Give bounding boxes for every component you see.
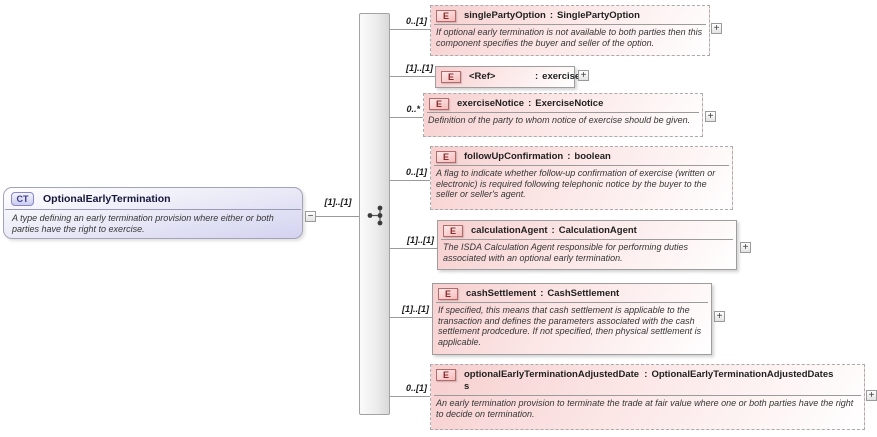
element-exercisenotice[interactable]: E exerciseNotice : ExerciseNotice Defini… bbox=[423, 93, 703, 137]
element-badge: E bbox=[436, 369, 456, 381]
complex-type-badge: CT bbox=[11, 192, 34, 206]
element-name: singlePartyOption bbox=[464, 10, 546, 21]
element-name: exerciseNotice bbox=[457, 98, 525, 109]
type-colon: : bbox=[551, 225, 555, 236]
connector-line bbox=[390, 317, 432, 318]
divider bbox=[434, 395, 861, 396]
element-name: cashSettlement bbox=[466, 288, 537, 299]
cardinality-label: [1]..[1] bbox=[407, 235, 434, 245]
connector-line bbox=[316, 216, 359, 217]
element-description: An early termination provision to termin… bbox=[436, 398, 854, 419]
type-colon: : bbox=[528, 98, 532, 109]
element-name: calculationAgent bbox=[471, 225, 548, 236]
element-description: If optional early termination is not ava… bbox=[436, 27, 703, 48]
expand-icon[interactable]: + bbox=[711, 23, 722, 34]
element-badge: E bbox=[436, 151, 456, 163]
divider bbox=[434, 24, 706, 25]
type-colon: : bbox=[540, 288, 544, 299]
element-calculationagent[interactable]: E calculationAgent : CalculationAgent Th… bbox=[437, 220, 737, 270]
complex-type-box-optionalearlytermination[interactable]: CT OptionalEarlyTermination A type defin… bbox=[3, 187, 303, 239]
element-description: If specified, this means that cash settl… bbox=[438, 305, 702, 347]
complex-type-name: OptionalEarlyTermination bbox=[43, 193, 171, 205]
cardinality-label: 0..* bbox=[406, 104, 420, 114]
element-description: A flag to indicate whether follow-up con… bbox=[436, 168, 716, 199]
connector-line bbox=[390, 248, 437, 249]
divider bbox=[434, 165, 729, 166]
element-type: CalculationAgent bbox=[558, 225, 637, 236]
element-type: boolean bbox=[574, 151, 611, 162]
connector-line bbox=[390, 396, 430, 397]
cardinality-label: [1]..[1] bbox=[324, 197, 352, 207]
collapse-icon[interactable]: − bbox=[305, 211, 316, 222]
connector-line bbox=[390, 29, 430, 30]
complex-type-description: A type defining an early termination pro… bbox=[12, 213, 274, 234]
connector-line bbox=[390, 117, 423, 118]
expand-icon[interactable]: + bbox=[714, 311, 725, 322]
type-colon: : bbox=[549, 10, 553, 21]
expand-icon[interactable]: + bbox=[866, 390, 877, 401]
element-title-row: E cashSettlement : CashSettlement bbox=[433, 284, 711, 301]
type-colon: : bbox=[567, 151, 571, 162]
element-type: OptionalEarlyTerminationAdjustedDates bbox=[651, 369, 834, 380]
element-title-row: E followUpConfirmation : boolean bbox=[431, 147, 732, 164]
connector-line bbox=[390, 76, 435, 77]
element-name: <Ref> bbox=[469, 71, 496, 82]
expand-icon[interactable]: + bbox=[705, 111, 716, 122]
element-cashsettlement[interactable]: E cashSettlement : CashSettlement If spe… bbox=[432, 283, 712, 355]
cardinality-label: 0..[1] bbox=[405, 16, 427, 26]
sequence-bar[interactable] bbox=[359, 13, 390, 415]
element-type: SinglePartyOption bbox=[557, 10, 640, 21]
element-badge: E bbox=[441, 71, 461, 83]
element-optionalearlyterminationadjusteddates[interactable]: E optionalEarlyTerminationAdjustedDates … bbox=[430, 364, 865, 430]
cardinality-label: 0..[1] bbox=[405, 383, 427, 393]
complex-type-title-row: CT OptionalEarlyTermination bbox=[4, 188, 302, 209]
element-type: CashSettlement bbox=[547, 288, 620, 299]
element-title-row: E singlePartyOption : SinglePartyOption bbox=[431, 6, 709, 23]
element-title-row: E optionalEarlyTerminationAdjustedDates … bbox=[431, 365, 864, 394]
element-singlepartyoption[interactable]: E singlePartyOption : SinglePartyOption … bbox=[430, 5, 710, 56]
expand-icon[interactable]: + bbox=[578, 70, 589, 81]
element-badge: E bbox=[429, 98, 449, 110]
element-description: The ISDA Calculation Agent responsible f… bbox=[443, 242, 688, 263]
element-badge: E bbox=[443, 225, 463, 237]
sequence-icon bbox=[367, 205, 383, 226]
type-colon: : bbox=[644, 369, 648, 380]
element-name: followUpConfirmation bbox=[464, 151, 564, 162]
element-ref-exercise[interactable]: E <Ref> : exercise bbox=[435, 66, 580, 88]
element-followupconfirmation[interactable]: E followUpConfirmation : boolean A flag … bbox=[430, 146, 733, 210]
cardinality-label: [1]..[1] bbox=[406, 63, 433, 73]
divider bbox=[5, 209, 301, 210]
type-colon: : bbox=[535, 71, 539, 82]
element-title-row: E exerciseNotice : ExerciseNotice bbox=[424, 94, 702, 111]
element-title-row: E <Ref> : exercise bbox=[436, 67, 580, 84]
connector-line bbox=[390, 180, 430, 181]
divider bbox=[441, 239, 733, 240]
divider bbox=[427, 112, 699, 113]
expand-icon[interactable]: + bbox=[740, 242, 751, 253]
divider bbox=[436, 302, 708, 303]
element-title-row: E calculationAgent : CalculationAgent bbox=[438, 221, 736, 238]
element-type: exercise bbox=[542, 71, 581, 82]
element-type: ExerciseNotice bbox=[535, 98, 604, 109]
element-description: Definition of the party to whom notice o… bbox=[428, 115, 691, 125]
element-badge: E bbox=[436, 10, 456, 22]
element-name: optionalEarlyTerminationAdjustedDates bbox=[464, 369, 640, 392]
cardinality-label: 0..[1] bbox=[405, 167, 427, 177]
element-badge: E bbox=[438, 288, 458, 300]
cardinality-label: [1]..[1] bbox=[402, 304, 429, 314]
